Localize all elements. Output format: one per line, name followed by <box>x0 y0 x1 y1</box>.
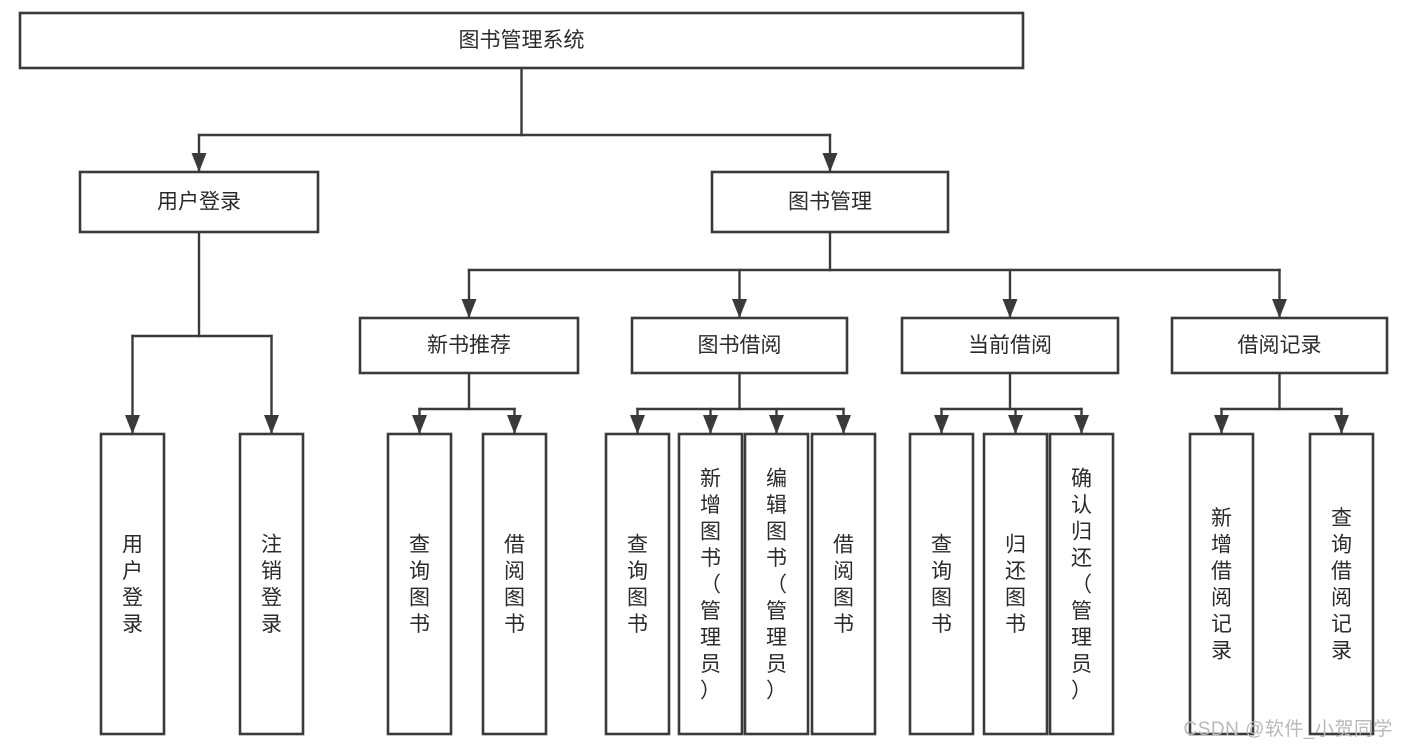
arrow-head-icon <box>1214 415 1229 434</box>
node-box[interactable] <box>99 432 166 736</box>
watermark-text: CSDN @软件_小贺同学 <box>1183 719 1393 740</box>
connector-group <box>461 230 1287 320</box>
node-box[interactable] <box>78 170 320 234</box>
node-box[interactable] <box>1308 432 1375 736</box>
node-label: 归还图书 <box>1005 534 1026 637</box>
node-box[interactable] <box>604 432 671 736</box>
node-box[interactable] <box>386 432 453 736</box>
node-leaf-add-record[interactable]: 新增借阅记录 <box>1188 432 1255 736</box>
node-label: 新书推荐 <box>427 334 511 357</box>
connectors-layer <box>125 66 1349 436</box>
arrow-head-icon <box>703 415 718 434</box>
connector-group <box>125 230 279 436</box>
node-leaf-query-record[interactable]: 查询借阅记录 <box>1308 432 1375 736</box>
node-book-borrow[interactable]: 图书借阅 <box>630 316 849 375</box>
node-label: 借阅记录 <box>1238 334 1322 357</box>
node-label: 借阅图书 <box>833 534 854 637</box>
node-box[interactable] <box>481 432 548 736</box>
node-leaf-user-logout[interactable]: 注销登录 <box>238 432 305 736</box>
node-leaf-query-book-3[interactable]: 查询图书 <box>908 432 975 736</box>
arrow-head-icon <box>1008 415 1023 434</box>
node-label: 确认归还（管理员） <box>1071 467 1092 702</box>
arrow-head-icon <box>836 415 851 434</box>
node-borrow-record[interactable]: 借阅记录 <box>1170 316 1389 375</box>
arrow-head-icon <box>822 153 838 172</box>
arrow-head-icon <box>1272 299 1287 318</box>
node-box[interactable] <box>710 170 950 234</box>
node-box[interactable] <box>358 316 580 375</box>
node-book-manage[interactable]: 图书管理 <box>710 170 950 234</box>
node-box[interactable] <box>677 432 744 736</box>
node-label: 图书管理系统 <box>459 29 585 52</box>
node-leaf-add-book[interactable]: 新增图书（管理员） <box>677 432 744 736</box>
node-root[interactable]: 图书管理系统 <box>18 11 1025 70</box>
node-leaf-borrow-book-1[interactable]: 借阅图书 <box>481 432 548 736</box>
node-user-login[interactable]: 用户登录 <box>78 170 320 234</box>
node-label: 查询图书 <box>931 534 952 637</box>
node-new-book-recommend[interactable]: 新书推荐 <box>358 316 580 375</box>
node-box[interactable] <box>908 432 975 736</box>
node-box[interactable] <box>743 432 810 736</box>
node-box[interactable] <box>982 432 1049 736</box>
node-label: 图书管理 <box>788 191 872 214</box>
connector-group <box>1214 371 1349 436</box>
node-leaf-query-book-2[interactable]: 查询图书 <box>604 432 671 736</box>
node-label: 用户登录 <box>122 534 143 637</box>
node-label: 查询图书 <box>409 534 430 637</box>
node-label: 当前借阅 <box>968 334 1052 357</box>
arrow-head-icon <box>125 415 140 434</box>
arrow-head-icon <box>507 415 522 434</box>
node-label: 新增图书（管理员） <box>700 467 721 702</box>
node-leaf-confirm-return[interactable]: 确认归还（管理员） <box>1048 432 1115 736</box>
arrow-head-icon <box>191 153 207 172</box>
node-box[interactable] <box>630 316 849 375</box>
arrow-head-icon <box>934 415 949 434</box>
connector-group <box>412 371 522 436</box>
node-box[interactable] <box>1170 316 1389 375</box>
node-leaf-query-book-1[interactable]: 查询图书 <box>386 432 453 736</box>
arrow-head-icon <box>1002 299 1018 318</box>
connector-group <box>934 371 1089 436</box>
node-label: 用户登录 <box>157 191 241 214</box>
node-box[interactable] <box>238 432 305 736</box>
node-box[interactable] <box>1048 432 1115 736</box>
node-leaf-edit-book[interactable]: 编辑图书（管理员） <box>743 432 810 736</box>
node-leaf-return-book[interactable]: 归还图书 <box>982 432 1049 736</box>
arrow-head-icon <box>461 299 477 318</box>
arrow-head-icon <box>732 299 747 318</box>
node-label: 查询图书 <box>627 534 648 637</box>
node-label: 查询借阅记录 <box>1331 507 1352 663</box>
arrow-head-icon <box>630 415 645 434</box>
arrow-head-icon <box>769 415 784 434</box>
node-label: 注销登录 <box>261 534 282 637</box>
node-box[interactable] <box>18 11 1025 70</box>
arrow-head-icon <box>412 415 427 434</box>
arrow-head-icon <box>1334 415 1349 434</box>
node-box[interactable] <box>1188 432 1255 736</box>
node-leaf-user-login[interactable]: 用户登录 <box>99 432 166 736</box>
node-label: 编辑图书（管理员） <box>766 467 787 702</box>
node-leaf-borrow-book-2[interactable]: 借阅图书 <box>810 432 877 736</box>
node-label: 新增借阅记录 <box>1211 507 1232 663</box>
node-box[interactable] <box>900 316 1120 375</box>
node-label: 借阅图书 <box>504 534 525 637</box>
node-label: 图书借阅 <box>698 334 782 357</box>
arrow-head-icon <box>1074 415 1089 434</box>
connector-group <box>630 371 851 436</box>
connector-group <box>191 66 838 174</box>
nodes-layer: 图书管理系统用户登录图书管理新书推荐图书借阅当前借阅借阅记录用户登录注销登录查询… <box>18 11 1389 736</box>
node-box[interactable] <box>810 432 877 736</box>
node-current-borrow[interactable]: 当前借阅 <box>900 316 1120 375</box>
arrow-head-icon <box>264 415 279 434</box>
